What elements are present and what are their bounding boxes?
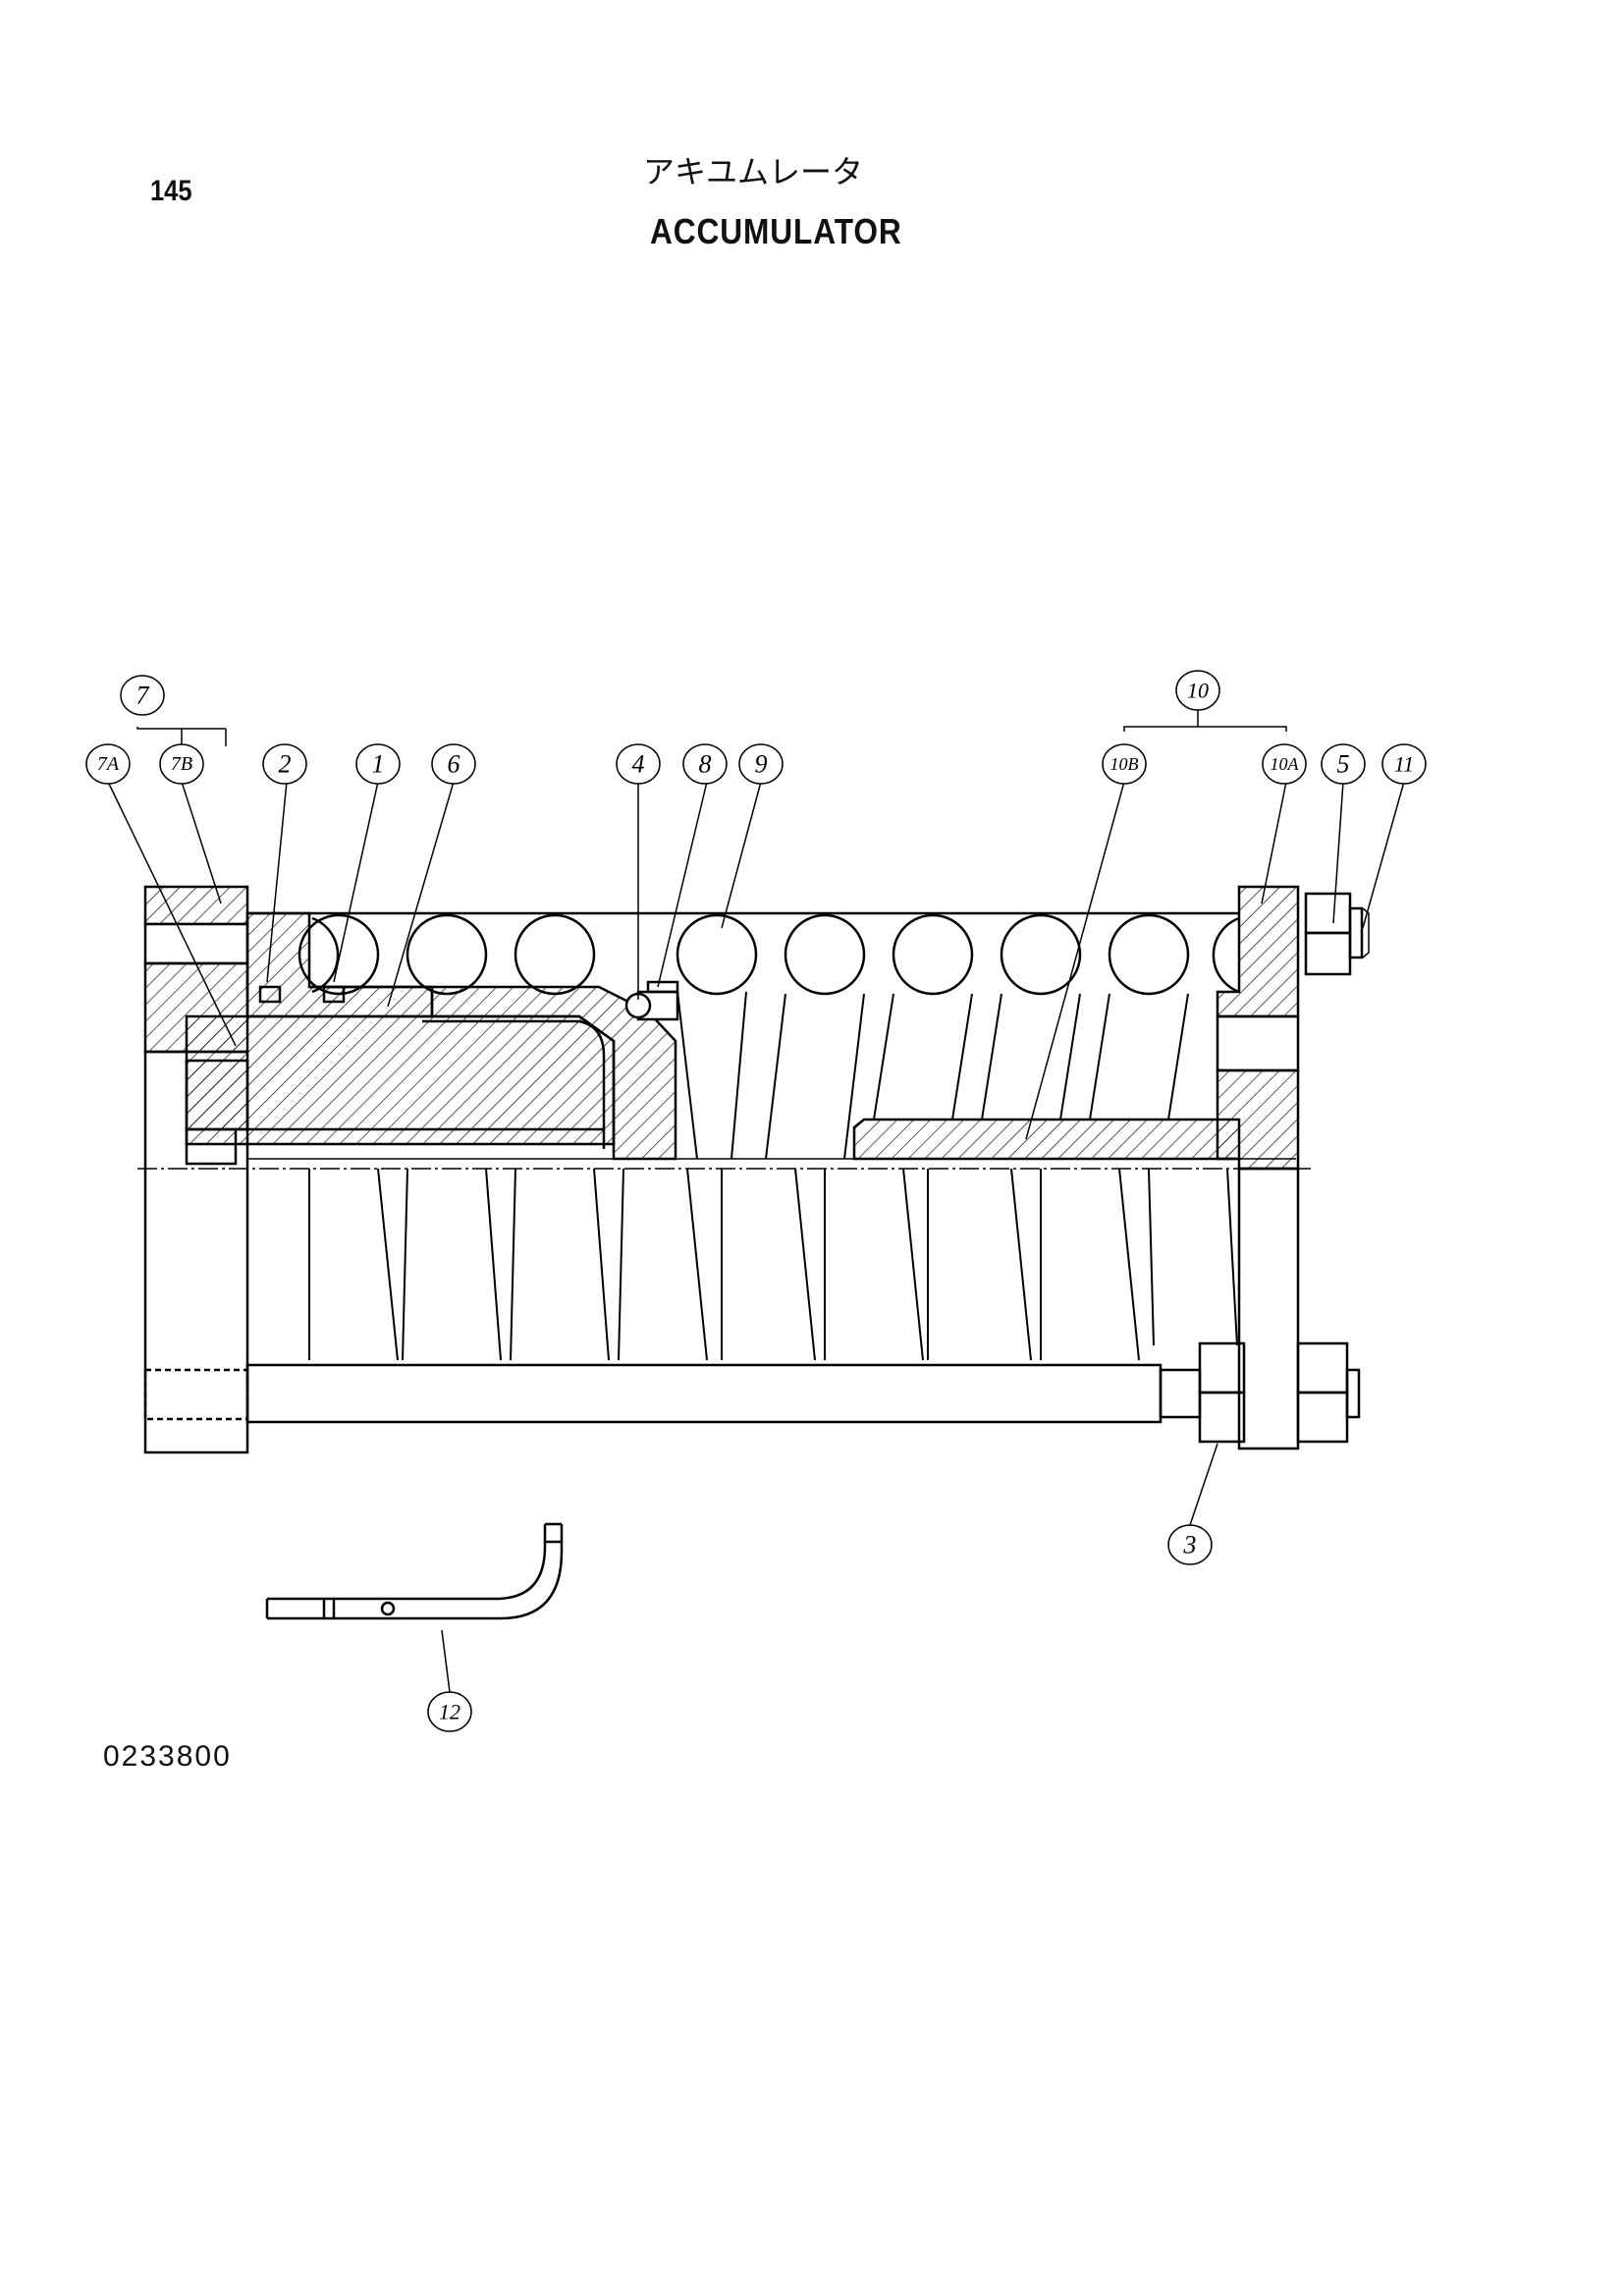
callout-9-bubble — [738, 743, 784, 785]
callout-11: 11 — [1394, 752, 1414, 777]
nut-5-top — [1304, 892, 1370, 976]
piston-7a — [185, 1014, 616, 1166]
callout-12-bubble — [427, 1691, 472, 1732]
spring-9-side-strands — [676, 991, 1189, 1160]
callout-1: 1 — [372, 750, 385, 779]
callout-5-bubble — [1321, 743, 1366, 785]
callout-7a: 7A — [97, 753, 120, 775]
callout-5: 5 — [1337, 750, 1350, 779]
callout-6: 6 — [448, 750, 460, 779]
callout-4: 4 — [632, 750, 645, 779]
callout-4-bubble — [616, 743, 661, 785]
tie-rod — [245, 1363, 1202, 1424]
valve-8 — [624, 980, 679, 1021]
end-cap-7b — [143, 885, 249, 1454]
callout-10a: 10A — [1271, 754, 1300, 774]
callout-10a-bubble — [1262, 743, 1307, 785]
callout-12: 12 — [439, 1700, 460, 1724]
callout-10b: 10B — [1110, 754, 1139, 774]
title-english: ACCUMULATOR — [650, 211, 902, 251]
callout-9: 9 — [755, 750, 768, 779]
callout-3: 3 — [1183, 1531, 1197, 1559]
spring-9-top-coils — [298, 913, 1240, 996]
callout-6-bubble — [431, 743, 476, 785]
callout-7b-bubble — [159, 743, 204, 785]
seal-1 — [322, 985, 346, 1004]
seal-2 — [258, 985, 282, 1004]
spring-9-lower — [308, 1168, 1238, 1361]
nut-3 — [1198, 1341, 1246, 1444]
callout-7b: 7B — [171, 753, 192, 775]
page-number: 145 — [150, 175, 192, 207]
title-japanese: アキユムレータ — [643, 153, 864, 191]
part-12-bent-rod — [265, 1522, 564, 1620]
callout-11-bubble — [1381, 743, 1427, 785]
callout-8: 8 — [699, 750, 712, 779]
callout-2: 2 — [279, 750, 292, 779]
callout-10b-bubble — [1102, 743, 1147, 785]
spring-guide-10b — [852, 1118, 1241, 1161]
callout-8-bubble — [682, 743, 728, 785]
drawing-code: 0233800 — [103, 1740, 232, 1773]
callout-3-bubble — [1167, 1524, 1213, 1565]
callout-1-bubble — [355, 743, 401, 785]
callout-2-bubble — [262, 743, 307, 785]
callout-10: 10 — [1187, 679, 1209, 703]
end-cap-10a — [1216, 885, 1300, 1450]
callout-10-bubble — [1175, 670, 1220, 711]
callout-7: 7 — [136, 682, 150, 710]
callout-7a-bubble — [85, 743, 131, 785]
callout-7-bubble — [120, 675, 165, 716]
nut-bottom-right — [1296, 1341, 1361, 1444]
